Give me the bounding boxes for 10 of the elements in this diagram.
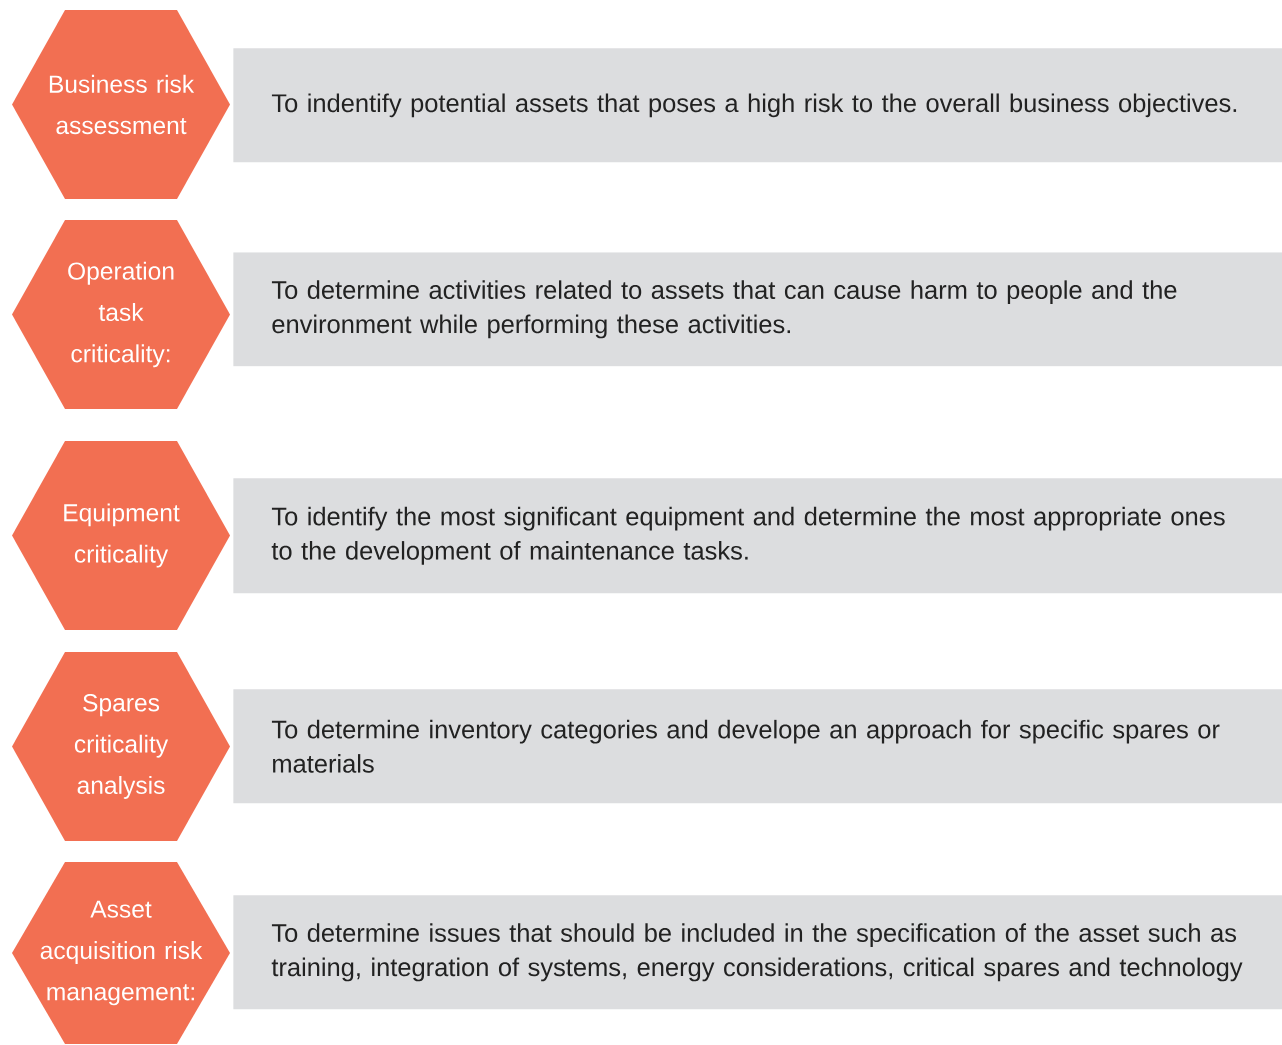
hexagon: Spares criticality analysis [12, 652, 230, 841]
hexagon: Asset acquisition risk management: [12, 862, 230, 1044]
description-box: To determine issues that should be included in the specification of the asset such as training, integration of systems, energy considerations, critical spares and technology [233, 895, 1282, 1010]
description-box: To indentify potential assets that poses a high risk to the overall business objectives. [233, 48, 1282, 163]
hexagon: Business risk assessment [12, 10, 230, 199]
description-box: To determine inventory categories and develope an approach for specific spares or materials [233, 689, 1282, 804]
description-box: To determine activities related to assets that can cause harm to people and the environment while performing these activities. [233, 252, 1282, 367]
hexagon: Operation task criticality: [12, 220, 230, 409]
hexagon: Equipment criticality [12, 441, 230, 630]
description-box: To identify the most significant equipment and determine the most appropriate ones to the development of maintenance tasks. [233, 478, 1282, 594]
